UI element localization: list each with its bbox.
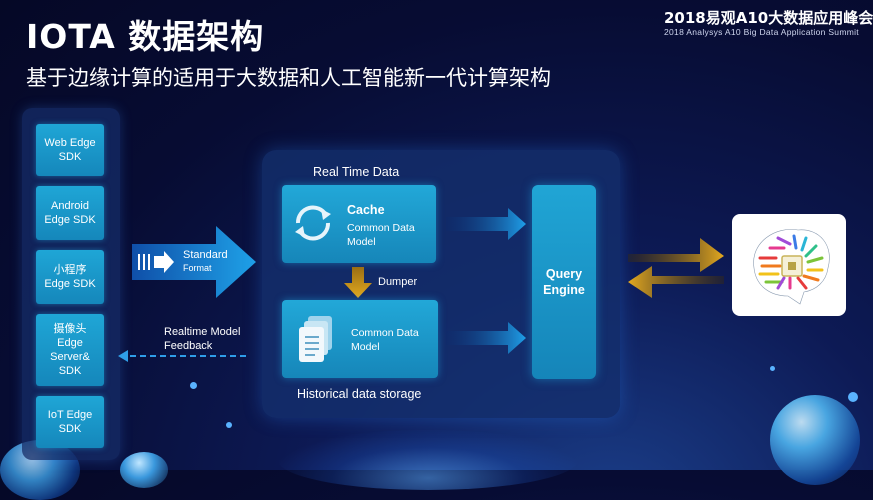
- camera-edge-server-sdk-box: 摄像头 Edge Server& SDK: [36, 314, 104, 386]
- sdk-label: 摄像头 Edge Server& SDK: [50, 323, 90, 377]
- cache-sub-2: Model: [347, 236, 376, 248]
- query-engine-label: Query Engine: [543, 267, 585, 297]
- feedback-arrow: [118, 350, 248, 362]
- sdk-label: 小程序 Edge SDK: [44, 264, 96, 290]
- historical-storage-label: Historical data storage: [297, 387, 422, 401]
- decorative-orb: [120, 452, 168, 488]
- cache-to-query-arrow: [446, 208, 526, 240]
- document-stack-icon: [299, 316, 332, 362]
- page-subtitle: 基于边缘计算的适用于大数据和人工智能新一代计算架构: [26, 66, 551, 90]
- ai-brain-card: [732, 214, 846, 316]
- query-engine-box: Query Engine: [532, 185, 596, 379]
- feedback-label-2: Feedback: [164, 340, 213, 352]
- feedback-label-1: Realtime Model: [164, 326, 241, 338]
- standard-format-label-1: Standard: [183, 249, 228, 261]
- iot-edge-sdk-box: IoT Edge SDK: [36, 396, 104, 448]
- decorative-orb: [770, 395, 860, 485]
- web-edge-sdk-box: Web Edge SDK: [36, 124, 104, 176]
- dumper-arrow: [344, 267, 372, 298]
- historical-to-query-arrow: [446, 322, 526, 354]
- page-title: IOTA 数据架构: [26, 17, 265, 56]
- decorative-orb: [278, 430, 578, 490]
- standard-format-arrow: [132, 226, 256, 298]
- historical-sub-1: Common Data: [351, 327, 419, 339]
- cache-title: Cache: [347, 203, 385, 217]
- dumper-label: Dumper: [378, 276, 418, 288]
- sdk-label: Web Edge SDK: [44, 137, 96, 163]
- historical-sub-2: Model: [351, 341, 380, 353]
- decorative-dot: [848, 392, 858, 402]
- summit-subtitle: 2018 Analysys A10 Big Data Application S…: [664, 27, 859, 37]
- summit-title: 2018易观A10大数据应用峰会: [664, 9, 873, 27]
- cache-box: [282, 185, 436, 263]
- refresh-icon: [295, 205, 331, 241]
- bidirectional-arrows: [628, 238, 724, 298]
- cache-sub-1: Common Data: [347, 222, 415, 234]
- standard-format-label-2: Format: [183, 263, 212, 273]
- android-edge-sdk-box: Android Edge SDK: [36, 186, 104, 240]
- decorative-dot: [190, 382, 197, 389]
- edge-sdk-panel: Web Edge SDK Android Edge SDK 小程序 Edge S…: [22, 108, 120, 460]
- realtime-data-label: Real Time Data: [313, 165, 400, 179]
- brain-chip-icon: [753, 229, 830, 305]
- sdk-label: Android Edge SDK: [44, 200, 96, 226]
- decorative-dot: [226, 422, 232, 428]
- sdk-label: IoT Edge SDK: [47, 409, 93, 435]
- decorative-dot: [770, 366, 775, 371]
- miniprogram-edge-sdk-box: 小程序 Edge SDK: [36, 250, 104, 304]
